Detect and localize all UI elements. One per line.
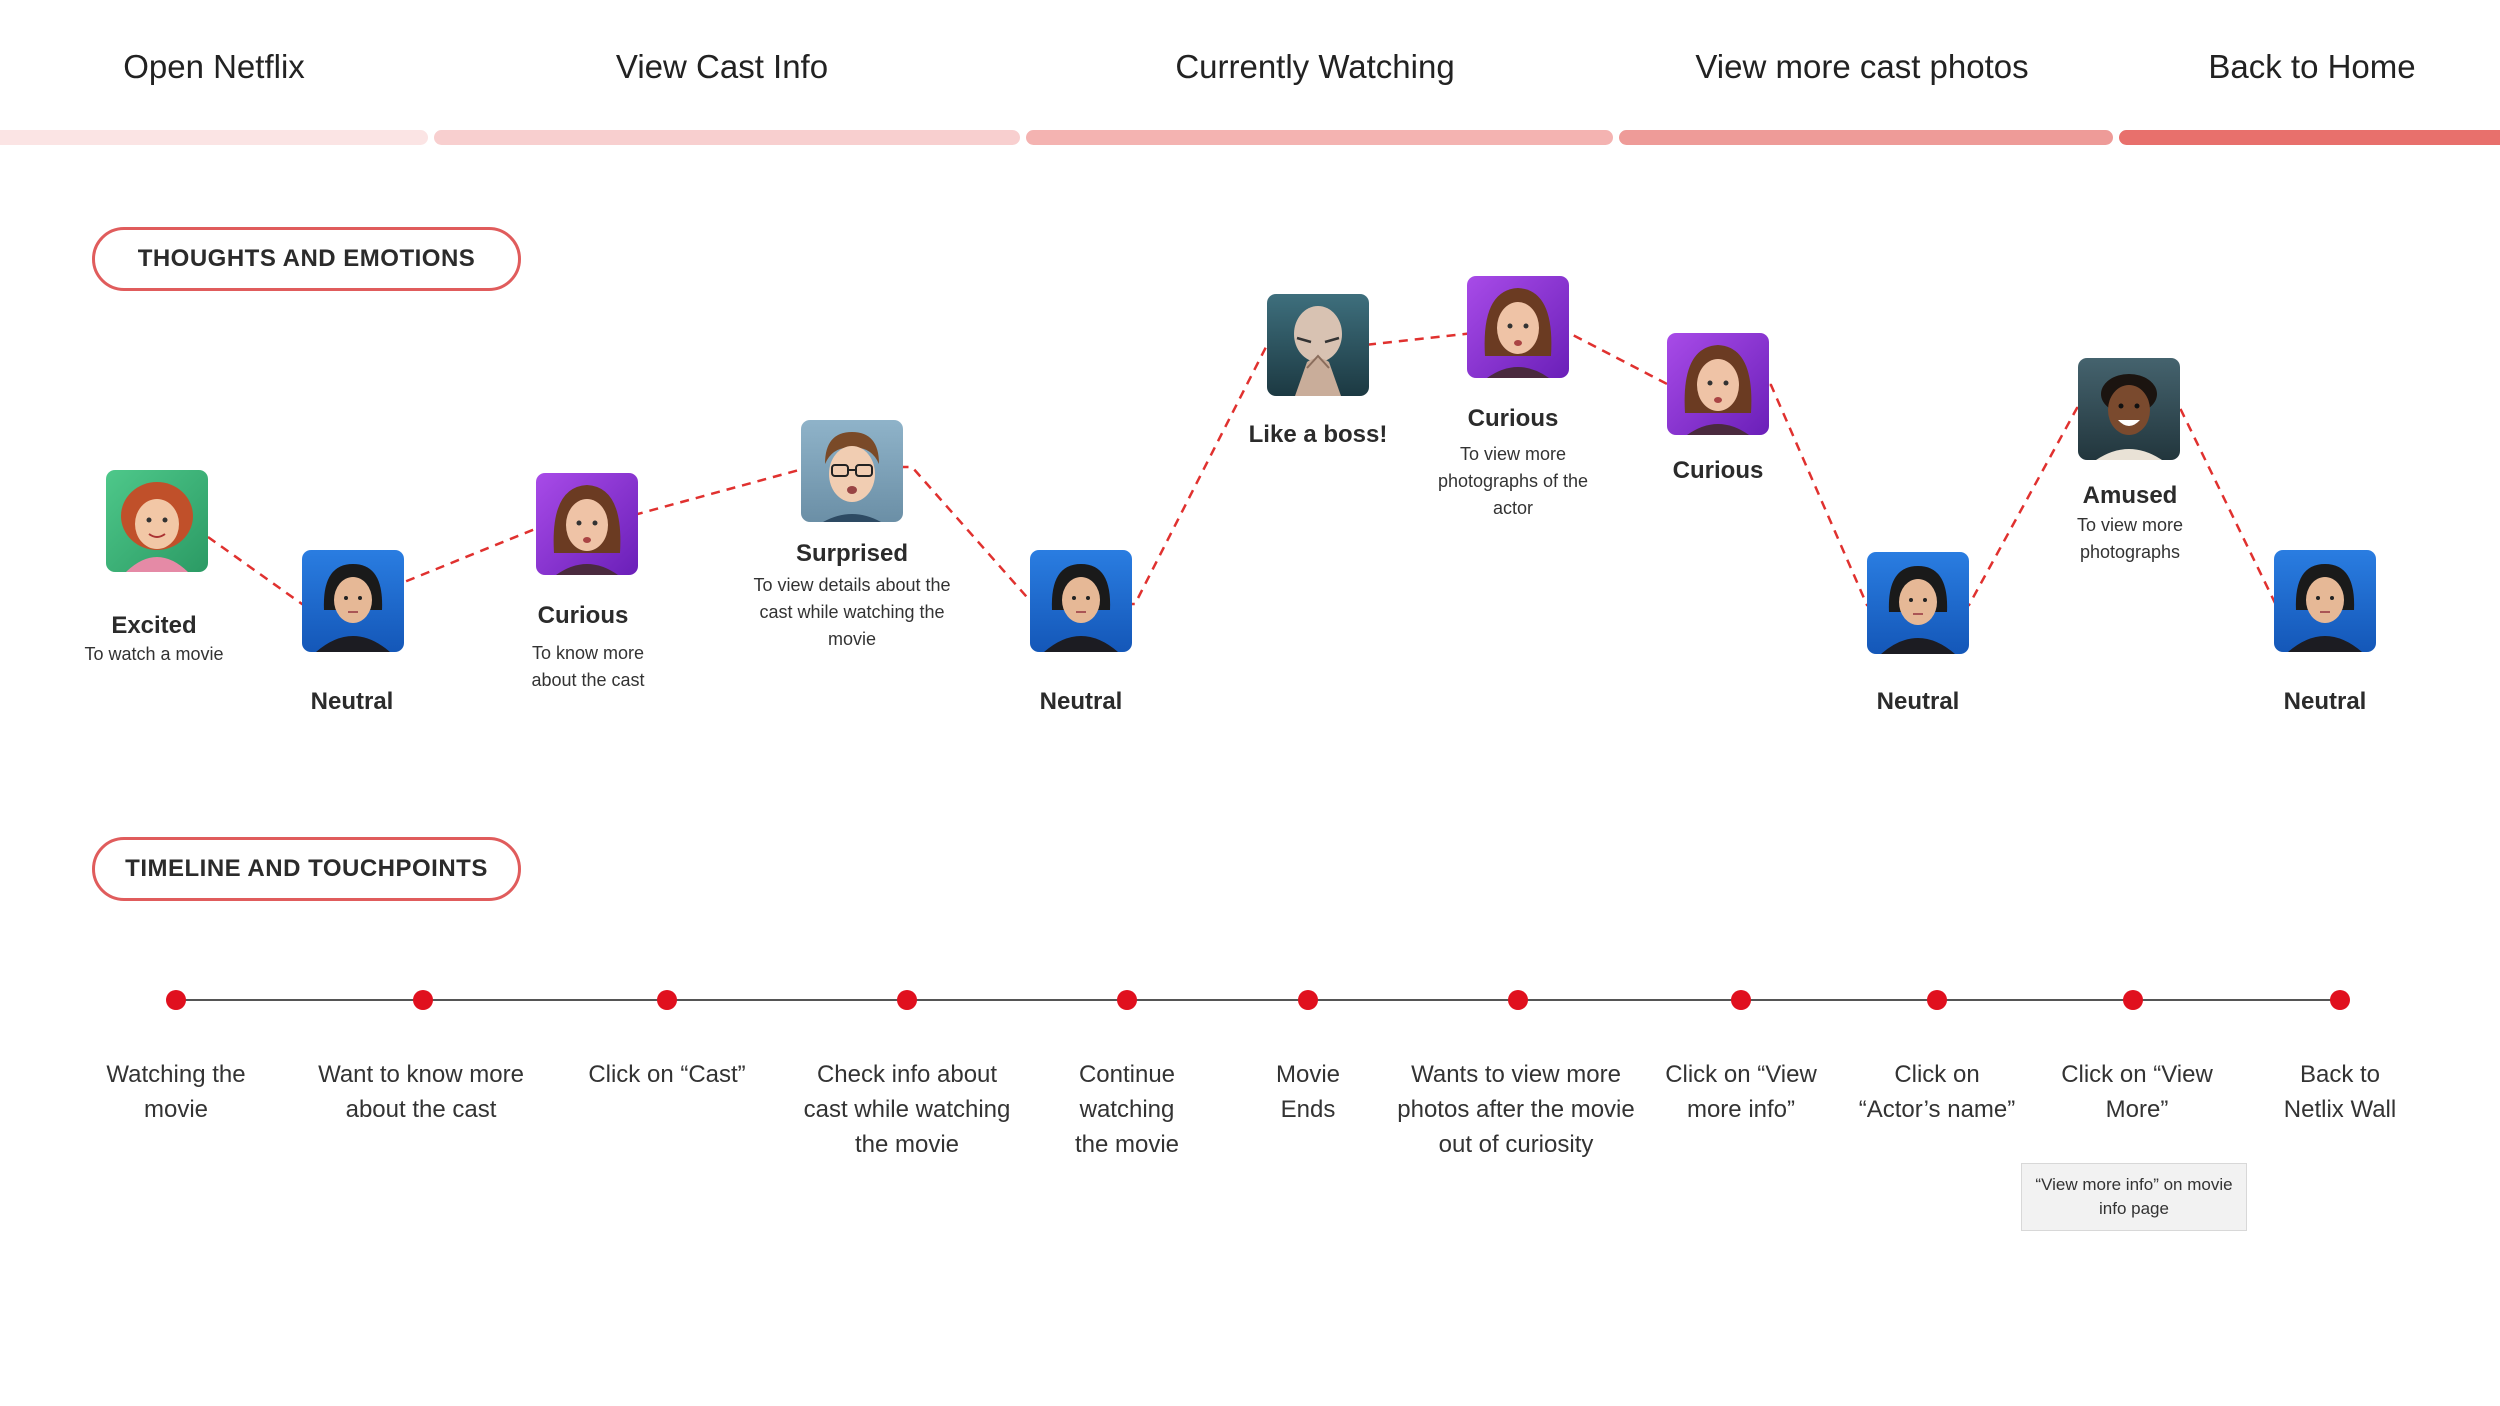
emotion-desc: To view more photographs of the actor — [1426, 441, 1601, 522]
timeline-label: Click on “View More” — [2055, 1057, 2220, 1127]
timeline-label: Want to know more about the cast — [306, 1057, 536, 1127]
timeline-label: Click on “Cast” — [567, 1057, 767, 1092]
timeline-label: Continue watching the movie — [1062, 1057, 1192, 1162]
timeline-dot — [1731, 990, 1751, 1010]
emotion-title: Amused — [2083, 482, 2178, 510]
emotion-title: Curious — [1673, 457, 1764, 485]
avatar-neutral-icon — [2274, 550, 2376, 652]
avatar-curious-icon — [536, 473, 638, 575]
emotion-desc: To watch a movie — [54, 641, 254, 668]
timeline-dot — [413, 990, 433, 1010]
avatar-curious-icon — [1667, 333, 1769, 435]
avatar-amused-icon — [2078, 358, 2180, 460]
emotion-title: Surprised — [796, 540, 908, 568]
avatar-neutral-icon — [1030, 550, 1132, 652]
timeline-label: Check info about cast while watching the… — [797, 1057, 1017, 1162]
timeline-label: Watching the movie — [91, 1057, 261, 1127]
emotion-title: Neutral — [1877, 688, 1960, 716]
avatar-curious-icon — [1467, 276, 1569, 378]
timeline-label: Click on “View more info” — [1659, 1057, 1824, 1127]
emotion-desc: To know more about the cast — [513, 640, 663, 694]
touchpoint-note: “View more info” on movie info page — [2021, 1163, 2247, 1231]
emotion-title: Excited — [111, 612, 196, 640]
timeline-dot — [657, 990, 677, 1010]
timeline-dot — [1508, 990, 1528, 1010]
emotion-title: Curious — [1468, 405, 1559, 433]
emotion-title: Neutral — [1040, 688, 1123, 716]
emotion-title: Neutral — [2284, 688, 2367, 716]
timeline-dot — [2330, 990, 2350, 1010]
emotion-title: Like a boss! — [1249, 421, 1388, 449]
timeline-dot — [897, 990, 917, 1010]
timeline-dot — [166, 990, 186, 1010]
timeline-label: Wants to view more photos after the movi… — [1391, 1057, 1641, 1162]
avatar-neutral-icon — [1867, 552, 1969, 654]
emotion-title: Curious — [538, 602, 629, 630]
timeline-dot — [1927, 990, 1947, 1010]
timeline-label: Click on “Actor’s name” — [1852, 1057, 2022, 1127]
avatar-like-a-boss-icon — [1267, 294, 1369, 396]
emotion-title: Neutral — [311, 688, 394, 716]
avatar-neutral-icon — [302, 550, 404, 652]
avatar-excited-icon — [106, 470, 208, 572]
timeline-dot — [1117, 990, 1137, 1010]
timeline-label: Movie Ends — [1263, 1057, 1353, 1127]
emotion-desc: To view details about the cast while wat… — [747, 572, 957, 653]
timeline-label: Back to Netlix Wall — [2270, 1057, 2410, 1127]
timeline-dot — [1298, 990, 1318, 1010]
emotion-desc: To view more photographs — [2055, 512, 2205, 566]
timeline-dot — [2123, 990, 2143, 1010]
avatar-surprised-icon — [801, 420, 903, 522]
touchpoint-note-text: “View more info” on movie info page — [2022, 1173, 2246, 1221]
